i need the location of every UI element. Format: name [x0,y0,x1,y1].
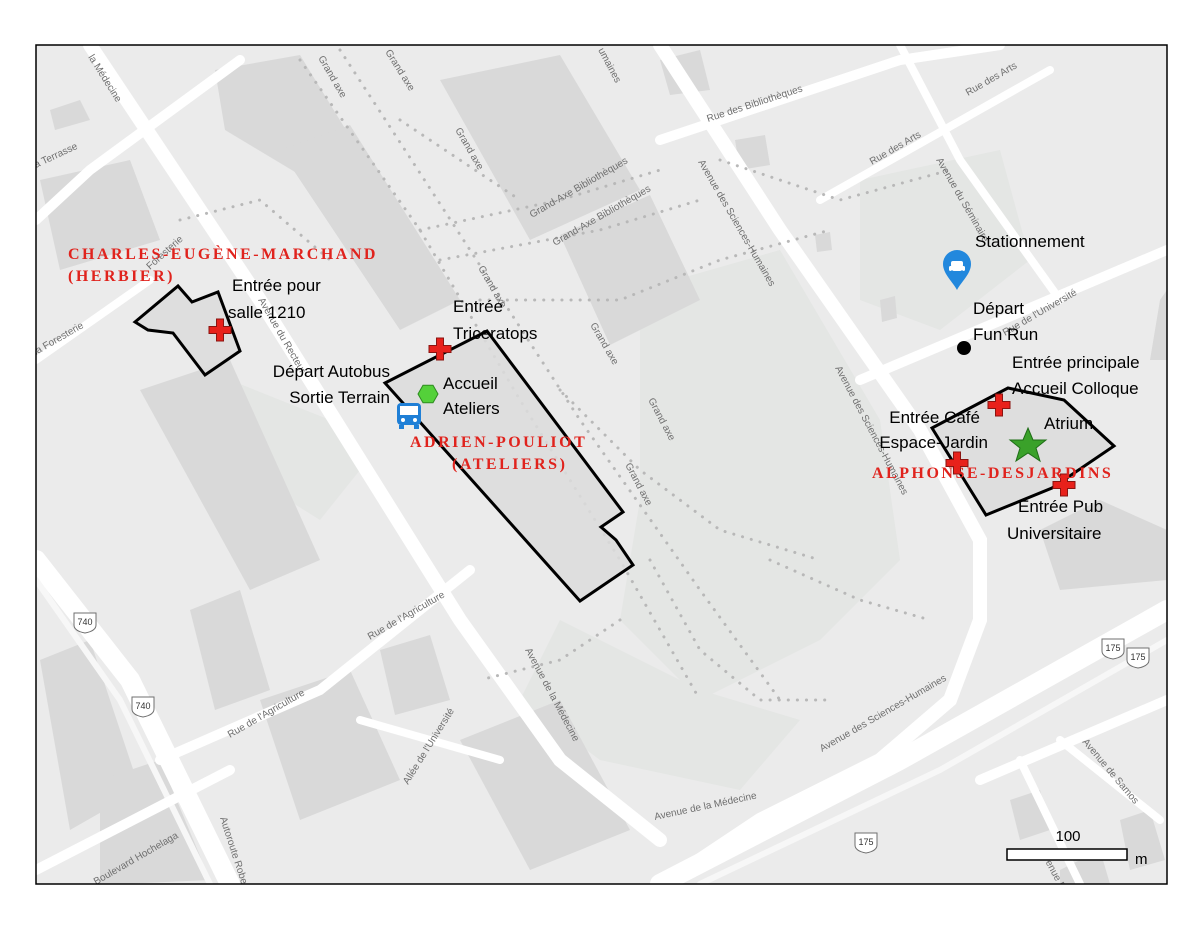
label-entree-principale-line1: Entrée principale [1012,353,1140,372]
highway-shield-icon: 175 [854,832,878,854]
building-labels: CHARLES-EUGÈNE-MARCHAND (HERBIER) ADRIEN… [68,244,1113,482]
label-fun-run-line1: Départ [973,299,1024,318]
map-content: la Médecine a Terrasse Foresterie la For… [36,45,1167,884]
label-stationnement: Stationnement [975,232,1085,251]
point-labels: Entrée pour salle 1210 Entrée Triceratop… [228,232,1140,543]
entrance-cross-icon[interactable] [945,451,969,475]
green-areas [230,150,1030,790]
building-label-charles-line1: CHARLES-EUGÈNE-MARCHAND [68,244,378,263]
map-markers [208,250,1076,497]
scale-bar: 100 m [1006,828,1148,868]
footpaths [178,48,952,702]
label-autobus-line1: Départ Autobus [273,362,390,381]
label-entree-pub-line1: Entrée Pub [1018,497,1103,516]
star-icon[interactable] [1008,426,1048,463]
building-label-alphonse: ALPHONSE-DESJARDINS [872,465,1113,482]
svg-text:175: 175 [1130,652,1145,662]
green-hexagon-icon[interactable] [417,384,439,404]
scale-bar-value: 100 [1055,828,1080,845]
label-triceratops-line1: Entrée [453,297,503,316]
entrance-cross-icon[interactable] [1052,473,1076,497]
highway-shield-icon: 740 [73,612,97,634]
parking-pin-icon[interactable] [943,250,971,290]
entrance-cross-icon[interactable] [987,393,1011,417]
entrance-cross-icon[interactable] [208,318,232,342]
building-label-charles-line2: (HERBIER) [68,268,175,285]
label-atrium: Atrium [1044,414,1093,433]
label-fun-run-line2: Fun Run [973,325,1038,344]
label-entree-principale-line2: Accueil Colloque [1012,379,1139,398]
entrance-cross-icon[interactable] [428,337,452,361]
label-accueil-line1: Accueil [443,374,498,393]
label-entree-salle-line2: salle 1210 [228,303,306,322]
highway-shield-icon: 175 [1101,638,1125,660]
label-triceratops-line2: Triceratops [453,324,537,343]
bus-icon[interactable] [397,403,421,429]
start-dot-icon[interactable] [957,341,971,355]
label-entree-cafe-line2: Espace-Jardin [879,433,988,452]
svg-text:740: 740 [135,701,150,711]
building-label-adrien-line2: (ATELIERS) [452,456,567,473]
svg-text:175: 175 [858,837,873,847]
building-outline-charles-eugene-marchand[interactable] [132,283,242,378]
label-entree-cafe-line1: Entrée Café [889,408,980,427]
label-entree-pub-line2: Universitaire [1007,524,1101,543]
svg-text:740: 740 [77,617,92,627]
building-label-adrien-line1: ADRIEN-POULIOT [410,434,587,451]
highway-shield-icon: 740 [131,696,155,718]
label-accueil-line2: Ateliers [443,399,500,418]
label-autobus-line2: Sortie Terrain [289,388,390,407]
label-entree-salle-line1: Entrée pour [232,276,321,295]
highway-shields: 740 740 175 175 175 [73,612,1150,854]
svg-text:175: 175 [1105,643,1120,653]
building-outline-adrien-pouliot[interactable] [382,329,636,603]
road-network [36,45,1167,884]
scale-bar-unit: m [1135,851,1148,868]
highway-shield-icon: 175 [1126,647,1150,669]
city-blocks [40,50,1167,884]
map-frame [35,44,1168,885]
